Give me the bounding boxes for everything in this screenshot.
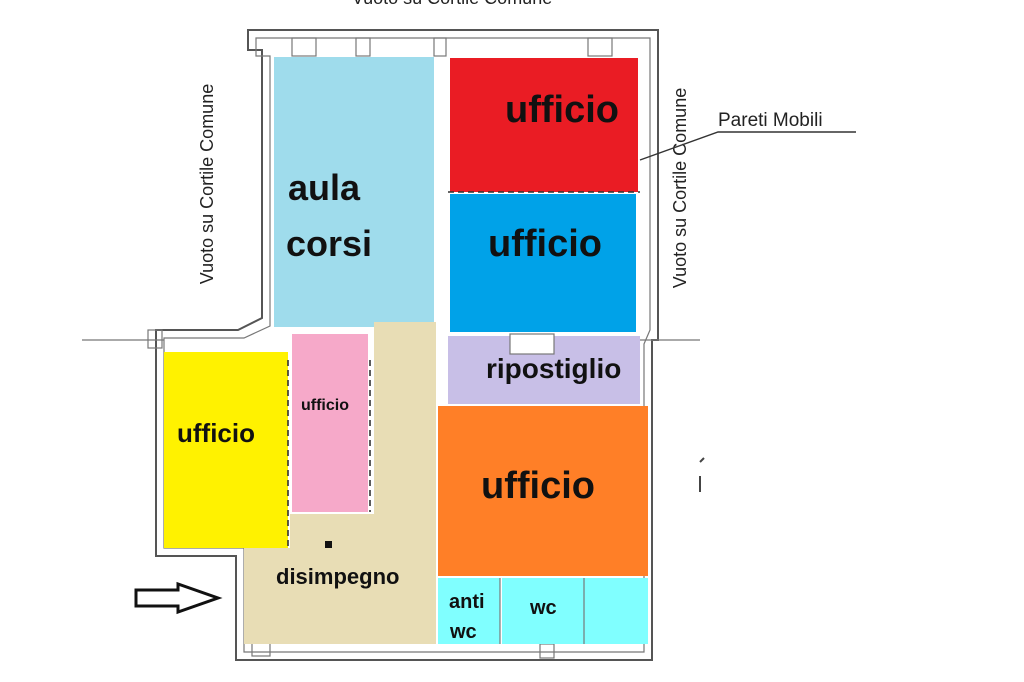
label-ufficio-pink: ufficio — [301, 397, 349, 414]
room-wc — [502, 578, 648, 644]
label-ufficio-red: ufficio — [505, 89, 619, 131]
label-ripostiglio: ripostiglio — [486, 353, 621, 384]
label-disimpegno: disimpegno — [276, 564, 399, 589]
room-ufficio-blue — [450, 194, 636, 332]
room-anti-wc — [438, 578, 500, 644]
room-ufficio-yellow — [164, 352, 288, 548]
label-aula: aula — [288, 167, 361, 208]
room-aula-corsi — [274, 57, 434, 327]
room-disimpegno — [244, 322, 436, 644]
right-annotation: Vuoto su Cortile Comune — [670, 88, 690, 288]
pareti-mobili-callout: Pareti Mobili — [639, 110, 856, 161]
label-wc: wc — [529, 597, 557, 619]
label-antiwc-wc: wc — [449, 621, 477, 643]
top-annotation: Vuoto su Cortile Comune — [352, 0, 552, 8]
entrance-arrow-icon — [134, 581, 223, 615]
room-ufficio-orange — [438, 406, 648, 576]
label-corsi: corsi — [286, 223, 372, 264]
room-ufficio-pink — [292, 334, 368, 512]
partition-lines — [287, 191, 640, 644]
label-ufficio-blue: ufficio — [488, 223, 602, 265]
callout-label: Pareti Mobili — [718, 110, 823, 131]
door-mark-icon — [699, 457, 705, 492]
label-anti: anti — [449, 591, 485, 613]
room-ufficio-red — [450, 58, 638, 192]
label-ufficio-orange: ufficio — [481, 465, 595, 507]
left-annotation: Vuoto su Cortile Comune — [197, 84, 217, 284]
label-ufficio-yellow: ufficio — [177, 418, 255, 448]
marker-square — [325, 541, 332, 548]
